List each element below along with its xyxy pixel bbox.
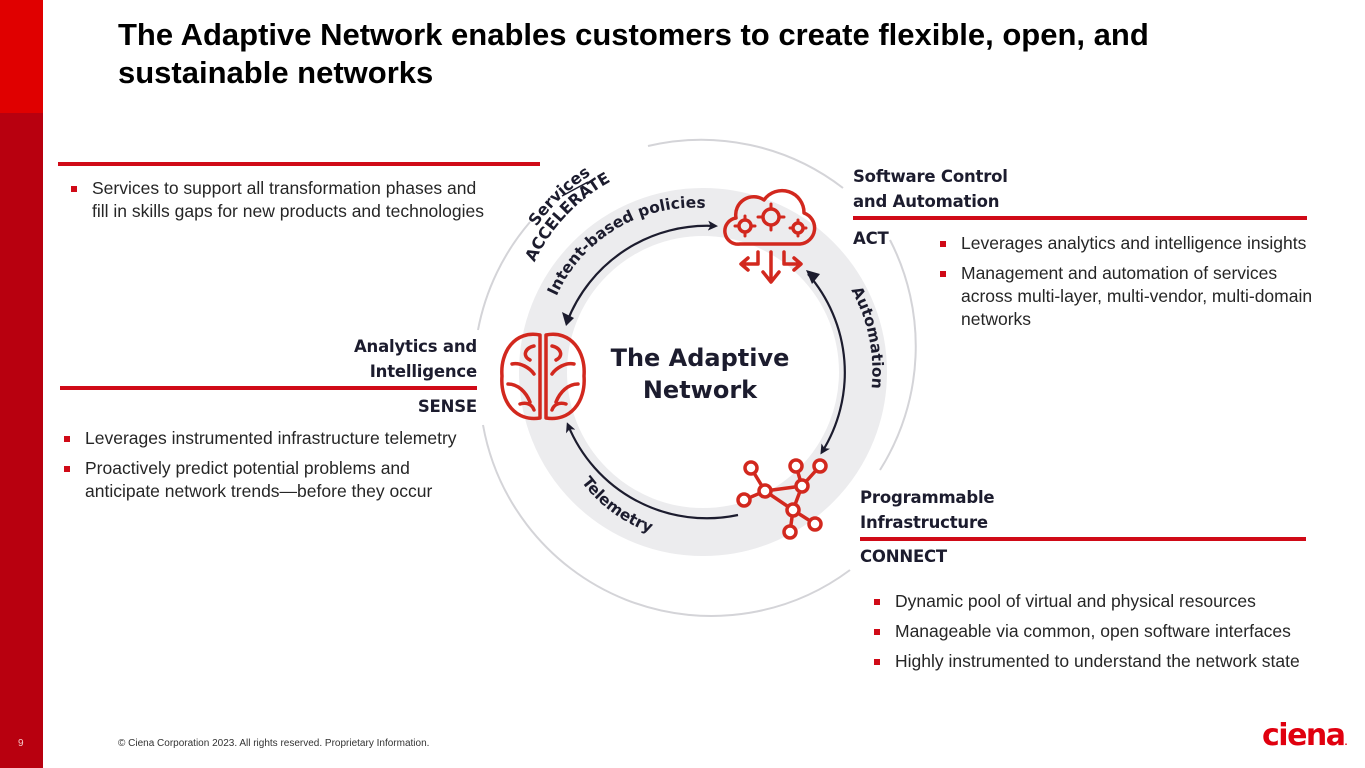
connect-divider <box>860 537 1306 541</box>
bullet-item: Highly instrumented to understand the ne… <box>871 650 1341 673</box>
act-heading-line2: and Automation <box>853 192 1000 211</box>
connect-bullets: Dynamic pool of virtual and physical res… <box>871 590 1341 680</box>
gray-band <box>519 188 887 556</box>
bullet-item: Proactively predict potential problems a… <box>61 457 461 503</box>
logo-dot: . <box>1344 738 1348 747</box>
sense-heading-line1: Analytics and <box>353 337 477 356</box>
act-heading: Software Control and Automation <box>853 164 1008 214</box>
telemetry-arrow <box>566 422 739 520</box>
adaptive-network-diagram: Services ACCELERATE Intent-based policie… <box>477 138 917 617</box>
sense-heading-line2: Intelligence <box>369 362 477 381</box>
act-heading-line1: Software Control <box>853 167 1008 186</box>
bullet-item: Manageable via common, open software int… <box>871 620 1341 643</box>
logo-text: ciena <box>1262 718 1346 753</box>
outer-ring-arc <box>647 138 844 189</box>
services-separator <box>561 181 589 197</box>
bullet-item: Dynamic pool of virtual and physical res… <box>871 590 1341 613</box>
sidebar-brand-accent <box>0 0 43 113</box>
network-nodes-icon <box>736 458 828 540</box>
act-verb: ACT <box>853 229 889 248</box>
connect-heading-line2: Infrastructure <box>860 513 988 532</box>
outer-ring-arc <box>482 424 851 617</box>
outer-ring-arc <box>477 221 531 331</box>
copyright-text: © Ciena Corporation 2023. All rights res… <box>118 738 430 749</box>
brain-icon <box>500 332 586 421</box>
connect-heading: Programmable Infrastructure <box>860 485 995 535</box>
cloud-gears-icon <box>723 188 817 284</box>
services-bullets: Services to support all transformation p… <box>68 177 488 230</box>
act-bullets: Leverages analytics and intelligence ins… <box>937 232 1317 338</box>
bullet-item: Services to support all transformation p… <box>68 177 488 223</box>
slide-title: The Adaptive Network enables customers t… <box>118 17 1149 90</box>
sidebar-brand-bar <box>0 0 43 768</box>
page-number: 9 <box>18 738 24 749</box>
connect-verb: CONNECT <box>860 547 947 566</box>
automation-arrow <box>807 273 846 455</box>
connect-heading-line1: Programmable <box>860 488 995 507</box>
services-divider <box>58 162 540 166</box>
center-title-line1: The Adaptive <box>611 344 790 372</box>
intent-arrow <box>565 220 718 323</box>
intent-arrow-head-start <box>562 312 574 326</box>
sense-divider <box>60 386 477 390</box>
sense-bullets: Leverages instrumented infrastructure te… <box>61 427 461 510</box>
bullet-item: Management and automation of services ac… <box>937 262 1317 331</box>
act-divider <box>853 216 1307 220</box>
sense-verb: SENSE <box>417 397 477 416</box>
bullet-item: Leverages analytics and intelligence ins… <box>937 232 1317 255</box>
automation-arrow-head-start <box>806 270 820 284</box>
outer-ring-arc <box>879 239 917 471</box>
bullet-item: Leverages instrumented infrastructure te… <box>61 427 461 450</box>
sense-heading: Analytics and Intelligence <box>300 334 477 384</box>
center-title-line2: Network <box>643 376 758 404</box>
ciena-logo: ciena. <box>1262 718 1348 753</box>
